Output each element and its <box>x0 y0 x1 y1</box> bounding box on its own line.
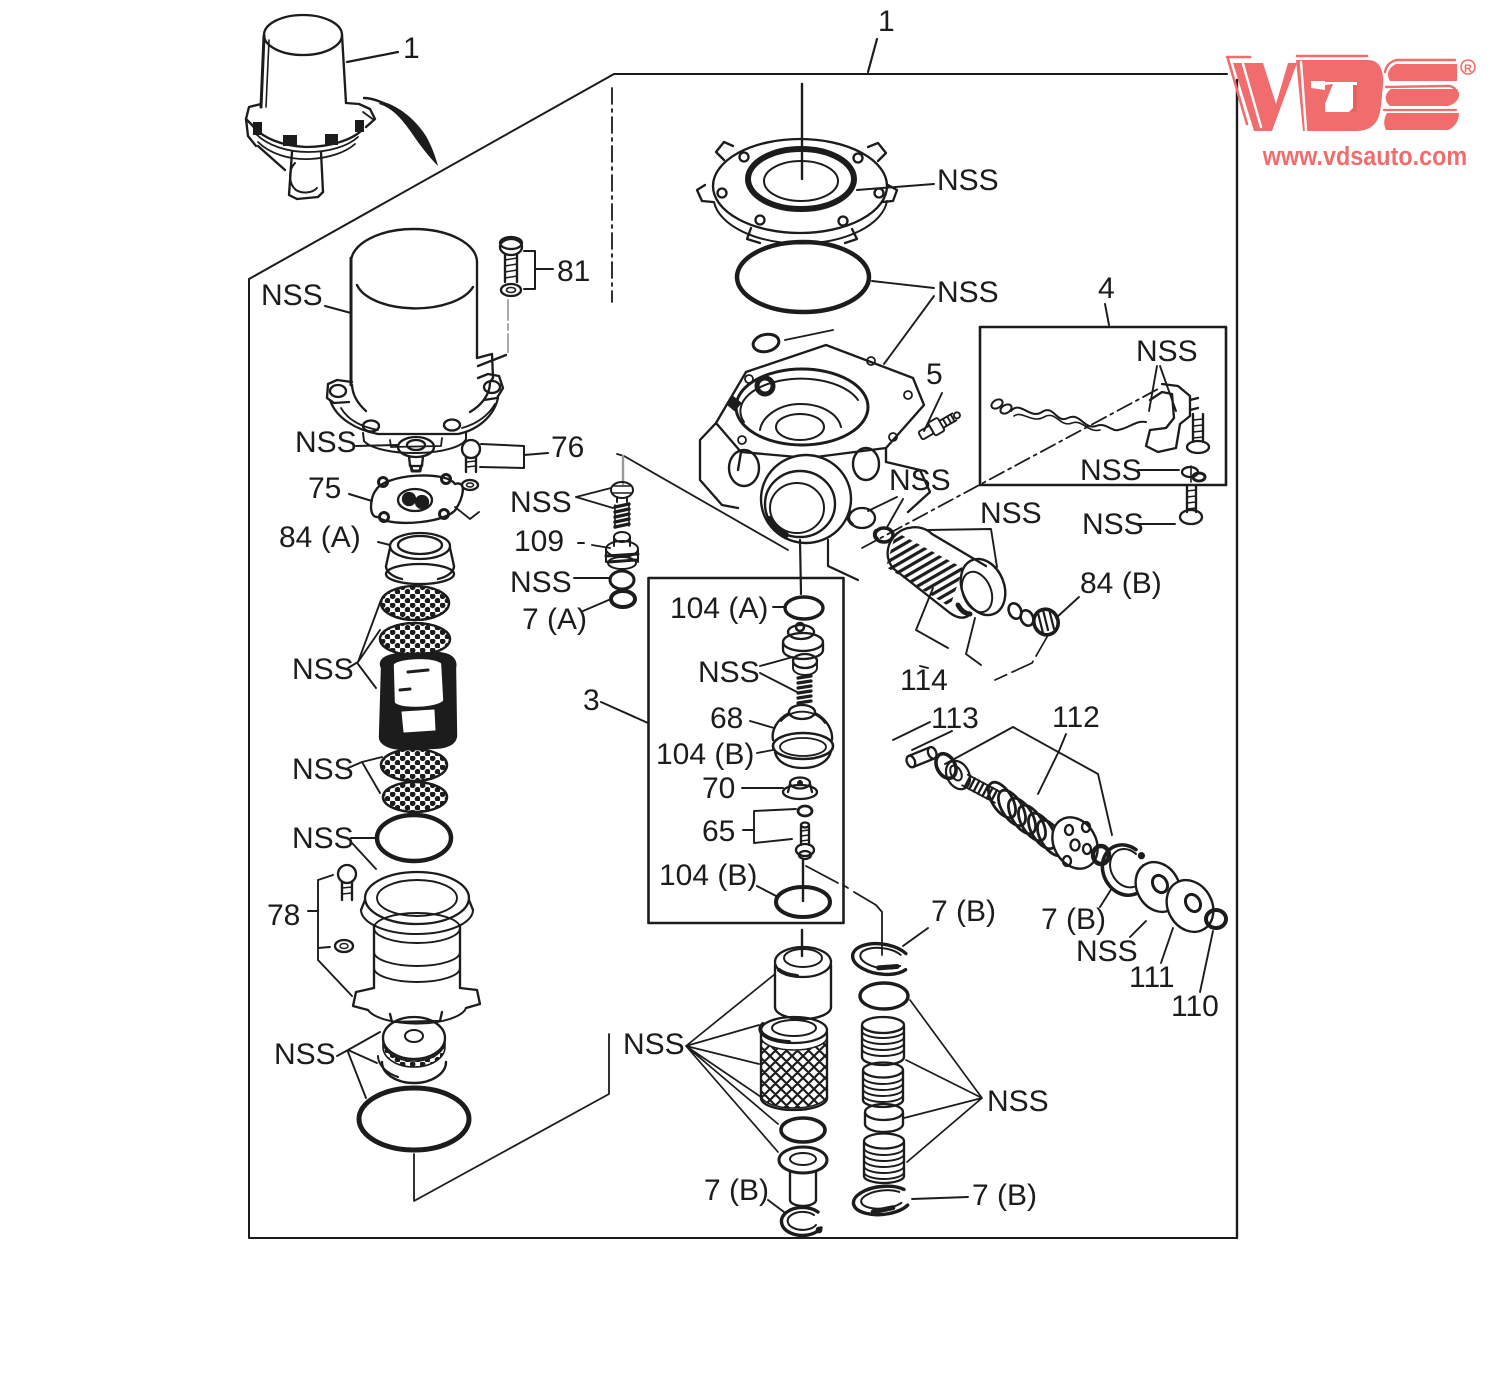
svg-text:110: 110 <box>1171 990 1219 1023</box>
svg-text:NSS: NSS <box>698 656 760 689</box>
svg-text:114: 114 <box>900 664 948 697</box>
svg-text:104 (A): 104 (A) <box>670 592 768 625</box>
svg-text:R: R <box>1464 63 1472 75</box>
svg-text:NSS: NSS <box>1082 508 1144 541</box>
svg-text:1: 1 <box>878 5 895 38</box>
svg-text:NSS: NSS <box>295 426 357 459</box>
svg-text:NSS: NSS <box>623 1028 685 1061</box>
svg-text:111: 111 <box>1129 961 1175 994</box>
svg-text:NSS: NSS <box>987 1085 1049 1118</box>
svg-text:NSS: NSS <box>292 653 354 686</box>
svg-text:NSS: NSS <box>510 486 572 519</box>
svg-text:NSS: NSS <box>261 279 323 312</box>
svg-text:NSS: NSS <box>937 276 999 309</box>
svg-text:84 (B): 84 (B) <box>1080 567 1162 600</box>
svg-text:113: 113 <box>931 702 979 735</box>
svg-text:NSS: NSS <box>510 566 572 599</box>
svg-text:75: 75 <box>308 472 341 505</box>
svg-text:104 (B): 104 (B) <box>659 859 757 892</box>
svg-text:NSS: NSS <box>1080 454 1142 487</box>
svg-text:7 (A): 7 (A) <box>522 603 587 636</box>
svg-text:7 (B): 7 (B) <box>972 1179 1037 1212</box>
svg-text:NSS: NSS <box>889 464 951 497</box>
svg-text:4: 4 <box>1098 272 1115 305</box>
svg-text:7 (B): 7 (B) <box>704 1174 769 1207</box>
svg-text:1: 1 <box>403 32 420 65</box>
svg-text:5: 5 <box>926 358 943 391</box>
svg-text:65: 65 <box>702 815 735 848</box>
svg-text:112: 112 <box>1052 701 1100 734</box>
svg-text:NSS: NSS <box>292 753 354 786</box>
svg-text:NSS: NSS <box>292 822 354 855</box>
svg-text:NSS: NSS <box>274 1038 336 1071</box>
svg-text:NSS: NSS <box>1076 935 1138 968</box>
svg-text:109: 109 <box>514 525 564 558</box>
svg-text:3: 3 <box>583 684 600 717</box>
svg-text:NSS: NSS <box>1136 335 1198 368</box>
svg-text:NSS: NSS <box>937 164 999 197</box>
svg-text:www.vdsauto.com: www.vdsauto.com <box>1262 143 1467 171</box>
svg-text:84 (A): 84 (A) <box>279 521 361 554</box>
svg-text:68: 68 <box>710 702 743 735</box>
svg-text:70: 70 <box>702 772 735 805</box>
svg-text:76: 76 <box>551 431 584 464</box>
svg-text:7 (B): 7 (B) <box>931 895 996 928</box>
svg-text:7 (B): 7 (B) <box>1041 903 1106 936</box>
svg-text:104 (B): 104 (B) <box>656 738 754 771</box>
svg-text:NSS: NSS <box>980 497 1042 530</box>
svg-text:78: 78 <box>267 899 300 932</box>
svg-text:81: 81 <box>557 255 590 288</box>
